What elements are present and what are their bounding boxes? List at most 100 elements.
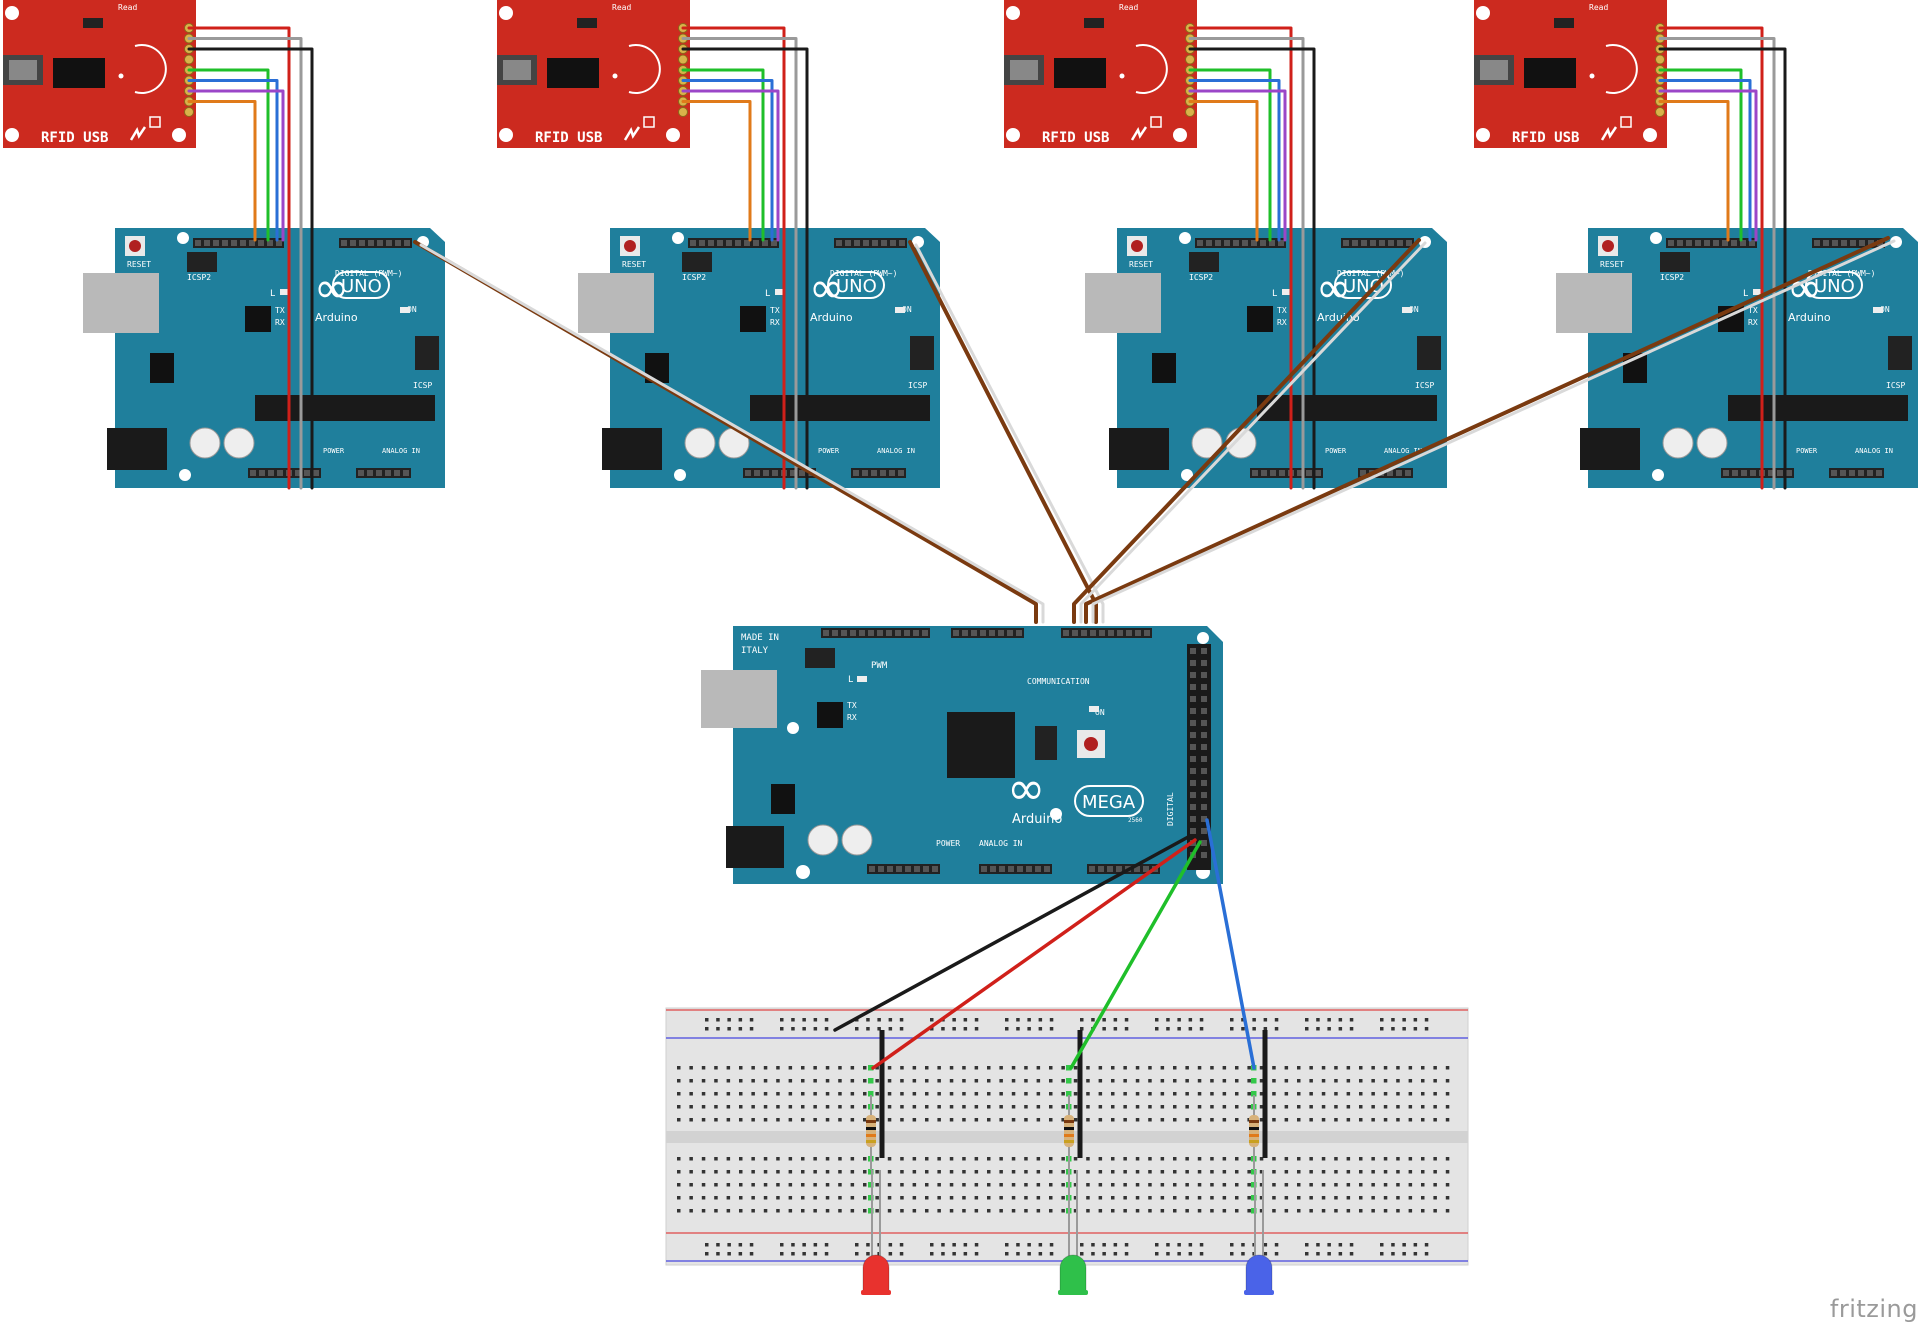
strip-hole [1049, 1183, 1053, 1187]
power-header-strip [743, 468, 816, 478]
strip-hole [875, 1196, 879, 1200]
rail-hole [1241, 1027, 1245, 1031]
strip-hole [1396, 1183, 1400, 1187]
power-header-strip [867, 864, 940, 874]
rail-hole [1080, 1252, 1084, 1256]
pwm-header-high-pin [868, 630, 874, 636]
rail-hole [1188, 1243, 1193, 1247]
power-jack [726, 826, 784, 868]
rail-hole [1349, 1252, 1354, 1256]
analog-header-pin [1867, 470, 1873, 476]
rail-hole [888, 1252, 893, 1256]
analog-header-pin [1831, 470, 1837, 476]
analog-label: ANALOG IN [1384, 447, 1422, 455]
wire-mega-red-led [871, 838, 1197, 1070]
strip-hole [987, 1079, 991, 1083]
strip-hole [1334, 1092, 1338, 1096]
strip-hole [1036, 1092, 1041, 1096]
l-led-label: L [1272, 289, 1277, 299]
strip-hole [813, 1118, 817, 1122]
strip-hole [949, 1209, 954, 1213]
reset-button-cap [1602, 240, 1614, 252]
rfid-pin [184, 54, 194, 65]
rx-label: RX [275, 318, 285, 327]
rail-hole [877, 1018, 881, 1022]
analog-header-low-pin [1008, 866, 1014, 872]
strip-hole [1148, 1157, 1152, 1161]
strip-hole [801, 1092, 805, 1096]
strip-hole [1383, 1157, 1388, 1161]
wire-rfid-gnd [187, 47, 314, 490]
strip-hole [937, 1209, 941, 1213]
strip-hole [801, 1170, 805, 1174]
power-header-pin [1732, 470, 1738, 476]
analog-header-pin [1876, 470, 1882, 476]
pwm-header-low-pin [980, 630, 986, 636]
on-label: ON [1095, 708, 1105, 717]
digital-pin [1190, 780, 1196, 786]
strip-hole [1284, 1079, 1289, 1083]
analog-header-strip [1829, 468, 1884, 478]
strip-hole [925, 1079, 929, 1083]
strip-hole [1098, 1105, 1103, 1109]
digital-header-low-pin [1361, 240, 1367, 246]
digital-pin [1190, 732, 1196, 738]
digital-pin [1201, 684, 1207, 690]
strip-hole [987, 1170, 991, 1174]
strip-hole [1371, 1209, 1375, 1213]
strip-hole [825, 1183, 830, 1187]
digital-header-low-pin [881, 240, 887, 246]
digital-header-high-pin [1695, 240, 1701, 246]
rail-hole [813, 1018, 818, 1022]
strip-hole [726, 1105, 731, 1109]
strip-hole [825, 1066, 830, 1070]
strip-hole [751, 1118, 755, 1122]
rail-hole [727, 1018, 731, 1022]
strip-hole [1445, 1157, 1450, 1161]
strip-hole [1098, 1183, 1103, 1187]
resistor-1 [866, 1030, 885, 1170]
wire-rfid-green [187, 68, 270, 242]
strip-hole [850, 1170, 855, 1174]
strip-hole [1359, 1196, 1363, 1200]
strip-hole [875, 1209, 879, 1213]
antenna-outline [134, 44, 167, 94]
strip-hole [1445, 1079, 1450, 1083]
strip-hole [751, 1079, 755, 1083]
strip-hole [987, 1118, 991, 1122]
strip-hole [1135, 1157, 1140, 1161]
rail-hole [963, 1243, 968, 1247]
rail-hole [1102, 1252, 1106, 1256]
power-label: POWER [323, 447, 345, 455]
strip-hole [900, 1157, 904, 1161]
pwm-header-low-pin [998, 630, 1004, 636]
mount-hole [5, 6, 19, 20]
digital-header-low-pin [341, 240, 347, 246]
strip-hole [714, 1105, 718, 1109]
strip-hole [850, 1196, 855, 1200]
rail-hole [1263, 1243, 1268, 1247]
strip-hole [1222, 1079, 1227, 1083]
strip-hole [850, 1092, 855, 1096]
rail-hole [1155, 1018, 1159, 1022]
strip-hole [1135, 1079, 1140, 1083]
rail-hole [866, 1027, 870, 1031]
digital-header-low-pin [863, 240, 869, 246]
strip-hole [813, 1092, 817, 1096]
analog-header-pin [1858, 470, 1864, 476]
strip-hole [1024, 1209, 1028, 1213]
strip-hole [925, 1066, 929, 1070]
digital-header-high-pin [213, 240, 219, 246]
strip-hole [900, 1118, 904, 1122]
strip-hole [763, 1196, 768, 1200]
strip-hole [863, 1092, 867, 1096]
strip-hole [1383, 1079, 1388, 1083]
strip-hole [1334, 1183, 1338, 1187]
rail-hole [1177, 1027, 1181, 1031]
strip-hole [1098, 1118, 1103, 1122]
digital-pin [1201, 840, 1207, 846]
power-jack [1109, 428, 1169, 470]
strip-hole [1098, 1170, 1103, 1174]
strip-hole [1334, 1105, 1338, 1109]
pwm-header-high-pin [859, 630, 865, 636]
